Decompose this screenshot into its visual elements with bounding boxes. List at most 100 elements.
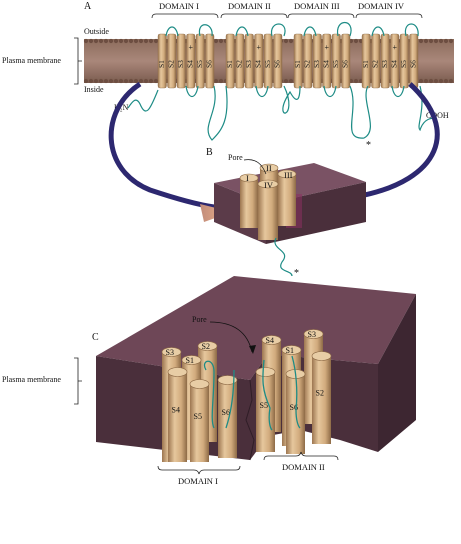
pore-label-c: Pore xyxy=(192,315,207,324)
cylinder-label-d2-s1: S1 xyxy=(286,346,294,355)
cylinder-top-d2-s2 xyxy=(311,351,332,361)
domain-3-label: DOMAIN III xyxy=(294,1,340,11)
membrane-bracket-a xyxy=(74,37,82,85)
membrane-label-c: Plasma membrane xyxy=(2,375,61,384)
cylinder-top-d2-s4 xyxy=(261,335,282,345)
helix-label-d1-s5: S5 xyxy=(195,60,204,68)
lipid-head xyxy=(213,38,219,44)
lipid-head xyxy=(428,38,434,44)
helix-d2-s4 xyxy=(254,33,264,89)
lipid-head xyxy=(288,78,294,84)
d2-pore-loop xyxy=(262,359,273,431)
lipid-head xyxy=(288,38,294,44)
helix-d4-s2 xyxy=(371,33,381,89)
helix-label-d2-s1: S1 xyxy=(225,60,234,68)
lipid-head xyxy=(148,78,154,84)
cylinder-iv-top xyxy=(257,179,279,189)
domain-2-bracket xyxy=(220,13,288,19)
domain-1-label: DOMAIN I xyxy=(159,1,199,11)
helix-label-d1-s2: S2 xyxy=(167,60,176,68)
cylinder-label-d1-s2: S2 xyxy=(202,342,210,351)
lipid-head xyxy=(433,78,439,84)
loop-d4-s5s6 xyxy=(404,23,419,37)
helix-label-d3-s1: S1 xyxy=(293,60,302,68)
helix-label-d4-s2: S2 xyxy=(371,60,380,68)
domain-1-bracket-c xyxy=(157,465,241,475)
cylinder-label-d1-s5: S5 xyxy=(194,412,202,421)
helix-label-d4-s5: S5 xyxy=(399,60,408,68)
lipid-head xyxy=(128,78,134,84)
cylinder-label-d2-s5: S5 xyxy=(260,401,268,410)
b-loop xyxy=(274,237,293,277)
panel-a: A DOMAIN I DOMAIN II DOMAIN III DOMAIN I… xyxy=(2,1,454,151)
domain-3-bracket xyxy=(287,13,355,19)
lipid-head xyxy=(428,78,434,84)
helix-d1-s3 xyxy=(176,33,186,89)
helix-label-d1-s3: S3 xyxy=(176,60,185,68)
helix-label-d2-s6: S6 xyxy=(273,60,282,68)
cylinder-d1-s4 xyxy=(168,372,187,462)
lipid-head xyxy=(443,78,449,84)
lipid-head xyxy=(418,38,424,44)
lipid-head xyxy=(423,78,429,84)
lipid-head xyxy=(353,78,359,84)
cylinder-label-d2-s2: S2 xyxy=(316,389,324,398)
loop-d2-s5s6 xyxy=(271,23,286,37)
domain-labels: DOMAIN I DOMAIN II DOMAIN III DOMAIN IV xyxy=(151,1,423,19)
cylinder-top-d1-s1 xyxy=(181,355,202,365)
helix-d3-s3 xyxy=(312,33,322,89)
cylinder-i xyxy=(240,178,258,228)
domain-1-label-c: DOMAIN I xyxy=(178,476,218,486)
lipid-head xyxy=(98,38,104,44)
lipid-head xyxy=(143,38,149,44)
n-terminus-label: H₂N xyxy=(114,103,129,112)
domain-2-label-c: DOMAIN II xyxy=(282,462,325,472)
cylinder-iii xyxy=(278,174,296,226)
charge-mark-d4: + xyxy=(393,43,398,52)
lipid-head xyxy=(213,78,219,84)
outside-label: Outside xyxy=(84,27,109,36)
membrane-label-a: Plasma membrane xyxy=(2,56,61,65)
d1-pore-loop xyxy=(203,360,215,429)
lipid-head xyxy=(438,78,444,84)
helix-label-d3-s2: S2 xyxy=(303,60,312,68)
helix-d2-s1 xyxy=(225,33,235,89)
helix-d1-s4 xyxy=(186,33,196,89)
cylinder-iv xyxy=(258,184,278,240)
asterisk-b: * xyxy=(294,268,299,279)
helix-d4-s1 xyxy=(361,33,371,89)
lipid-head xyxy=(153,78,159,84)
lipid-head xyxy=(93,38,99,44)
lipid-head xyxy=(118,78,124,84)
lipid-head xyxy=(283,38,289,44)
helix-label-d4-s6: S6 xyxy=(409,60,418,68)
cylinder-d2-s2 xyxy=(312,356,331,444)
lipid-head xyxy=(138,38,144,44)
lipid-head xyxy=(133,78,139,84)
panel-a-label: A xyxy=(84,1,92,12)
lipid-head xyxy=(108,38,114,44)
cylinder-d1-s6 xyxy=(218,380,237,458)
pore-pointer-b xyxy=(243,159,267,175)
lipid-head xyxy=(88,78,94,84)
lipid-head xyxy=(418,78,424,84)
cylinder-label-d1-s3: S3 xyxy=(166,348,174,357)
cylinder-label-d1-s4: S4 xyxy=(172,406,180,415)
cylinder-top-d2-s5 xyxy=(255,367,276,377)
charge-mark-d2: + xyxy=(257,43,262,52)
loop-d2-s1s2 xyxy=(235,26,249,37)
loop-d3-s1s2 xyxy=(303,26,317,37)
helix-label-d4-s3: S3 xyxy=(380,60,389,68)
cylinder-top-d1-s4 xyxy=(167,367,188,377)
domain-4-label: DOMAIN IV xyxy=(358,1,405,11)
d2-s6-loop xyxy=(291,355,301,429)
slab-b-front xyxy=(266,182,366,244)
pore-label-b: Pore xyxy=(228,153,243,162)
helix-d1-s1 xyxy=(157,33,167,89)
lipid-head xyxy=(88,38,94,44)
helix-label-d1-s6: S6 xyxy=(205,60,214,68)
loop-d1-s1s2 xyxy=(165,26,179,37)
